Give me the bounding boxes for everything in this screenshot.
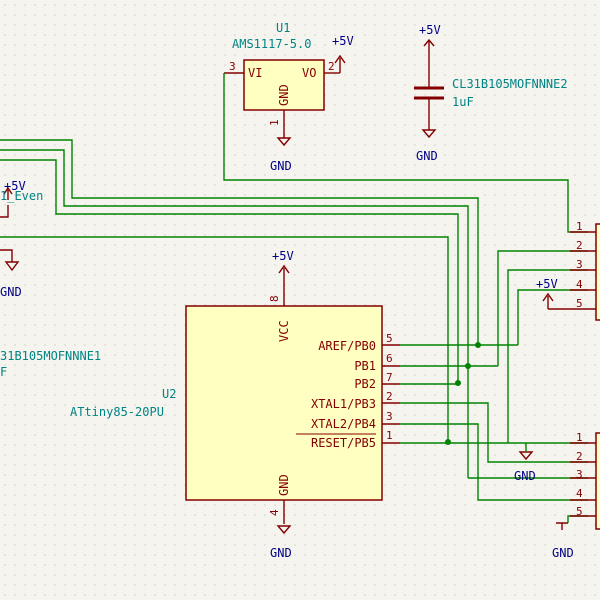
connector-1-5v: +5V — [536, 277, 558, 291]
u1-pin1-num: 1 — [268, 119, 281, 126]
connector-2-gnd-top: GND — [514, 469, 536, 483]
u2-body — [185, 305, 383, 501]
junction-reset — [445, 439, 451, 445]
connector-1-pin: 1 — [576, 220, 583, 233]
u2-gnd-symbol-label: GND — [270, 546, 292, 560]
u2-pin-label: PB2 — [354, 377, 376, 391]
u1-pin-vo: VO — [302, 66, 316, 80]
u1-pin3-num: 3 — [229, 60, 236, 73]
u2-vcc-5v: +5V — [272, 249, 294, 263]
u1-body — [243, 59, 325, 111]
cap-right-value: CL31B105MOFNNNE2 — [452, 77, 568, 91]
junction-pb0 — [475, 342, 481, 348]
u2-gnd-label: GND — [277, 474, 291, 496]
cap-right-gnd: GND — [416, 149, 438, 163]
left-gnd: GND — [0, 285, 22, 299]
connector-1-body — [595, 223, 600, 321]
connector-1-pin: 2 — [576, 239, 583, 252]
u2-pin-num: 2 — [386, 390, 393, 403]
u2-pin-num: 5 — [386, 332, 393, 345]
connector-1-pin: 5 — [576, 297, 583, 310]
u2-pin-label: RESET/PB5 — [311, 436, 376, 450]
connector-1-pin: 3 — [576, 258, 583, 271]
u1-pin-gnd: GND — [277, 84, 291, 106]
connector-1[interactable]: 1 2 3 4 5 +5V — [536, 220, 600, 321]
connector-2-pin: 2 — [576, 450, 583, 463]
junction-pb2 — [455, 380, 461, 386]
u2-pin-label: AREF/PB0 — [318, 339, 376, 353]
u2-pin-label: PB1 — [354, 359, 376, 373]
cap-right-uf: 1uF — [452, 95, 474, 109]
left-even: 1_Even — [0, 189, 43, 203]
u1-gnd-label: GND — [270, 159, 292, 173]
connector-1-pin: 4 — [576, 278, 583, 291]
connector-2-body — [595, 432, 600, 530]
u2-vcc-num: 8 — [268, 295, 281, 302]
u2-pin-num: 7 — [386, 371, 393, 384]
u1-pin-vi: VI — [248, 66, 262, 80]
connector-2-pin: 3 — [576, 468, 583, 481]
left-partial: +5V 1_Even GND 31B105MOFNNNE1 F — [0, 179, 101, 379]
u1-gnd-symbol: GND — [270, 132, 292, 173]
connector-2-pin: 5 — [576, 505, 583, 518]
connector-2-pin: 1 — [576, 431, 583, 444]
u2-vcc-label: VCC — [277, 320, 291, 342]
connector-2-pin: 4 — [576, 487, 583, 500]
u2-pin-label: XTAL1/PB3 — [311, 397, 376, 411]
u2-gnd-num: 4 — [268, 509, 281, 516]
u2-pin-num: 3 — [386, 410, 393, 423]
left-cap-f: F — [0, 365, 7, 379]
cap-right-5v: +5V — [419, 23, 441, 37]
junction-pb1 — [465, 363, 471, 369]
connector-2-gnd-bottom: GND — [552, 546, 574, 560]
u1-vout-label: +5V — [332, 34, 354, 48]
u2-attiny85[interactable]: U2 ATtiny85-20PU 8 VCC +5V 4 GND GND ARE… — [70, 249, 400, 560]
u2-ref: U2 — [162, 387, 176, 401]
u2-value: ATtiny85-20PU — [70, 405, 164, 419]
left-cap-value: 31B105MOFNNNE1 — [0, 349, 101, 363]
u2-pin-label: XTAL2/PB4 — [311, 417, 376, 431]
cap-right[interactable]: +5V GND CL31B105MOFNNNE2 1uF — [414, 23, 568, 163]
u2-pin-num: 1 — [386, 429, 393, 442]
u2-right-pins: AREF/PB0 PB1 PB2 XTAL1/PB3 XTAL2/PB4 RES… — [296, 332, 400, 450]
u1-ref: U1 — [276, 21, 290, 35]
u1-vout-power: +5V — [332, 34, 354, 73]
connector-2[interactable]: 1 2 3 4 5 GND GND — [514, 431, 600, 560]
u1-value: AMS1117-5.0 — [232, 37, 311, 51]
u1-regulator[interactable]: U1 AMS1117-5.0 VI VO GND 3 2 1 — [224, 21, 340, 132]
left-plus5v: +5V — [4, 179, 26, 193]
u1-pin2-num: 2 — [328, 60, 335, 73]
u2-pin-num: 6 — [386, 352, 393, 365]
